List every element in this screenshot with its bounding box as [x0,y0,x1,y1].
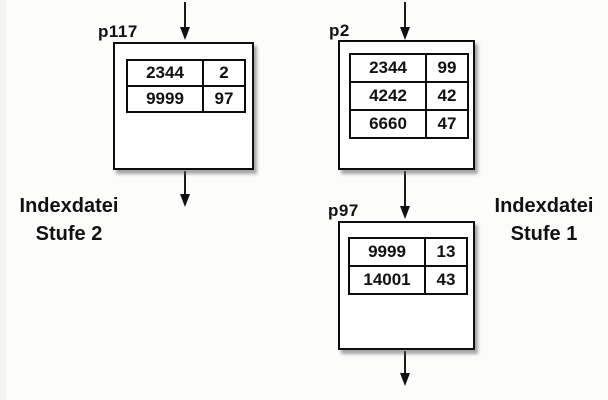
table-row: 14001 43 [348,265,468,295]
table-row: 6660 47 [349,109,469,139]
caption-line: Indexdatei [494,195,594,217]
node-label-p2: p2 [329,21,350,40]
page-edge-strip [0,0,6,400]
arrow-head-out-of-p117 [180,194,190,207]
index-table-p2: 2344 99 4242 42 6660 47 [349,53,469,139]
pointer-cell: 2 [202,59,246,87]
arrow-line-out-of-p97 [404,351,406,375]
table-row: 9999 13 [348,237,468,267]
arrow-head-into-p117 [180,27,190,40]
arrow-line-into-p2 [404,2,406,29]
node-label-p117: p117 [98,22,138,41]
caption-index-level-1: Indexdatei Stufe 1 [484,192,604,248]
key-cell: 6660 [349,109,427,139]
node-box-p117: 2344 2 9999 97 [113,42,254,170]
caption-line: Stufe 2 [35,223,103,245]
key-cell: 2344 [349,53,427,83]
key-cell: 9999 [126,85,204,113]
node-box-p2: 2344 99 4242 42 6660 47 [338,40,475,170]
caption-line: Indexdatei [19,195,119,217]
pointer-cell: 42 [425,81,469,111]
node-label-p97: p97 [328,201,359,220]
arrow-head-out-of-p97 [400,373,410,386]
table-row: 4242 42 [349,81,469,111]
index-table-p97: 9999 13 14001 43 [348,237,468,295]
pointer-cell: 13 [424,237,468,267]
caption-index-level-2: Indexdatei Stufe 2 [8,192,130,248]
table-row: 2344 99 [349,53,469,83]
key-cell: 9999 [348,237,426,267]
pointer-cell: 43 [424,265,468,295]
table-row: 2344 2 [126,59,246,87]
key-cell: 4242 [349,81,427,111]
caption-line: Stufe 1 [510,223,578,245]
node-box-p97: 9999 13 14001 43 [338,221,475,350]
pointer-cell: 97 [202,85,246,113]
key-cell: 14001 [348,265,426,295]
pointer-cell: 99 [425,53,469,83]
arrow-line-p2-to-p97 [404,171,406,207]
arrow-line-out-of-p117 [184,171,186,196]
arrow-line-into-p117 [184,2,186,29]
index-table-p117: 2344 2 9999 97 [126,59,246,113]
pointer-cell: 47 [425,109,469,139]
key-cell: 2344 [126,59,204,87]
table-row: 9999 97 [126,85,246,113]
arrow-head-p2-to-p97 [400,206,410,219]
arrow-head-into-p2 [400,27,410,40]
